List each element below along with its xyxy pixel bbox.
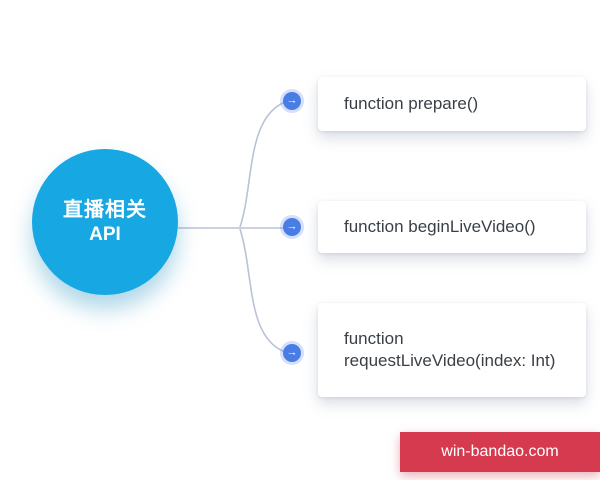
node-label: function beginLiveVideo(): [344, 216, 536, 236]
arrow-glyph: →: [286, 94, 298, 106]
root-node-live-api: 直播相关 API: [32, 149, 178, 295]
watermark-banner: win-bandao.com: [400, 432, 600, 472]
arrow-right-icon: →: [283, 218, 301, 236]
arrow-right-icon: →: [283, 344, 301, 362]
node-function-request-live-video: function requestLiveVideo(index: Int): [318, 303, 586, 397]
watermark-text: win-bandao.com: [441, 443, 559, 460]
arrow-right-icon: →: [283, 92, 301, 110]
root-node-label-api: API: [89, 223, 121, 245]
node-function-prepare: function prepare(): [318, 77, 586, 131]
node-function-begin-live-video: function beginLiveVideo(): [318, 201, 586, 253]
arrow-glyph: →: [286, 346, 298, 358]
root-node-label-cn: 直播相关: [63, 198, 147, 221]
arrow-glyph: →: [286, 220, 298, 232]
node-label: function requestLiveVideo(index: Int): [344, 328, 556, 370]
node-label: function prepare(): [344, 93, 479, 113]
